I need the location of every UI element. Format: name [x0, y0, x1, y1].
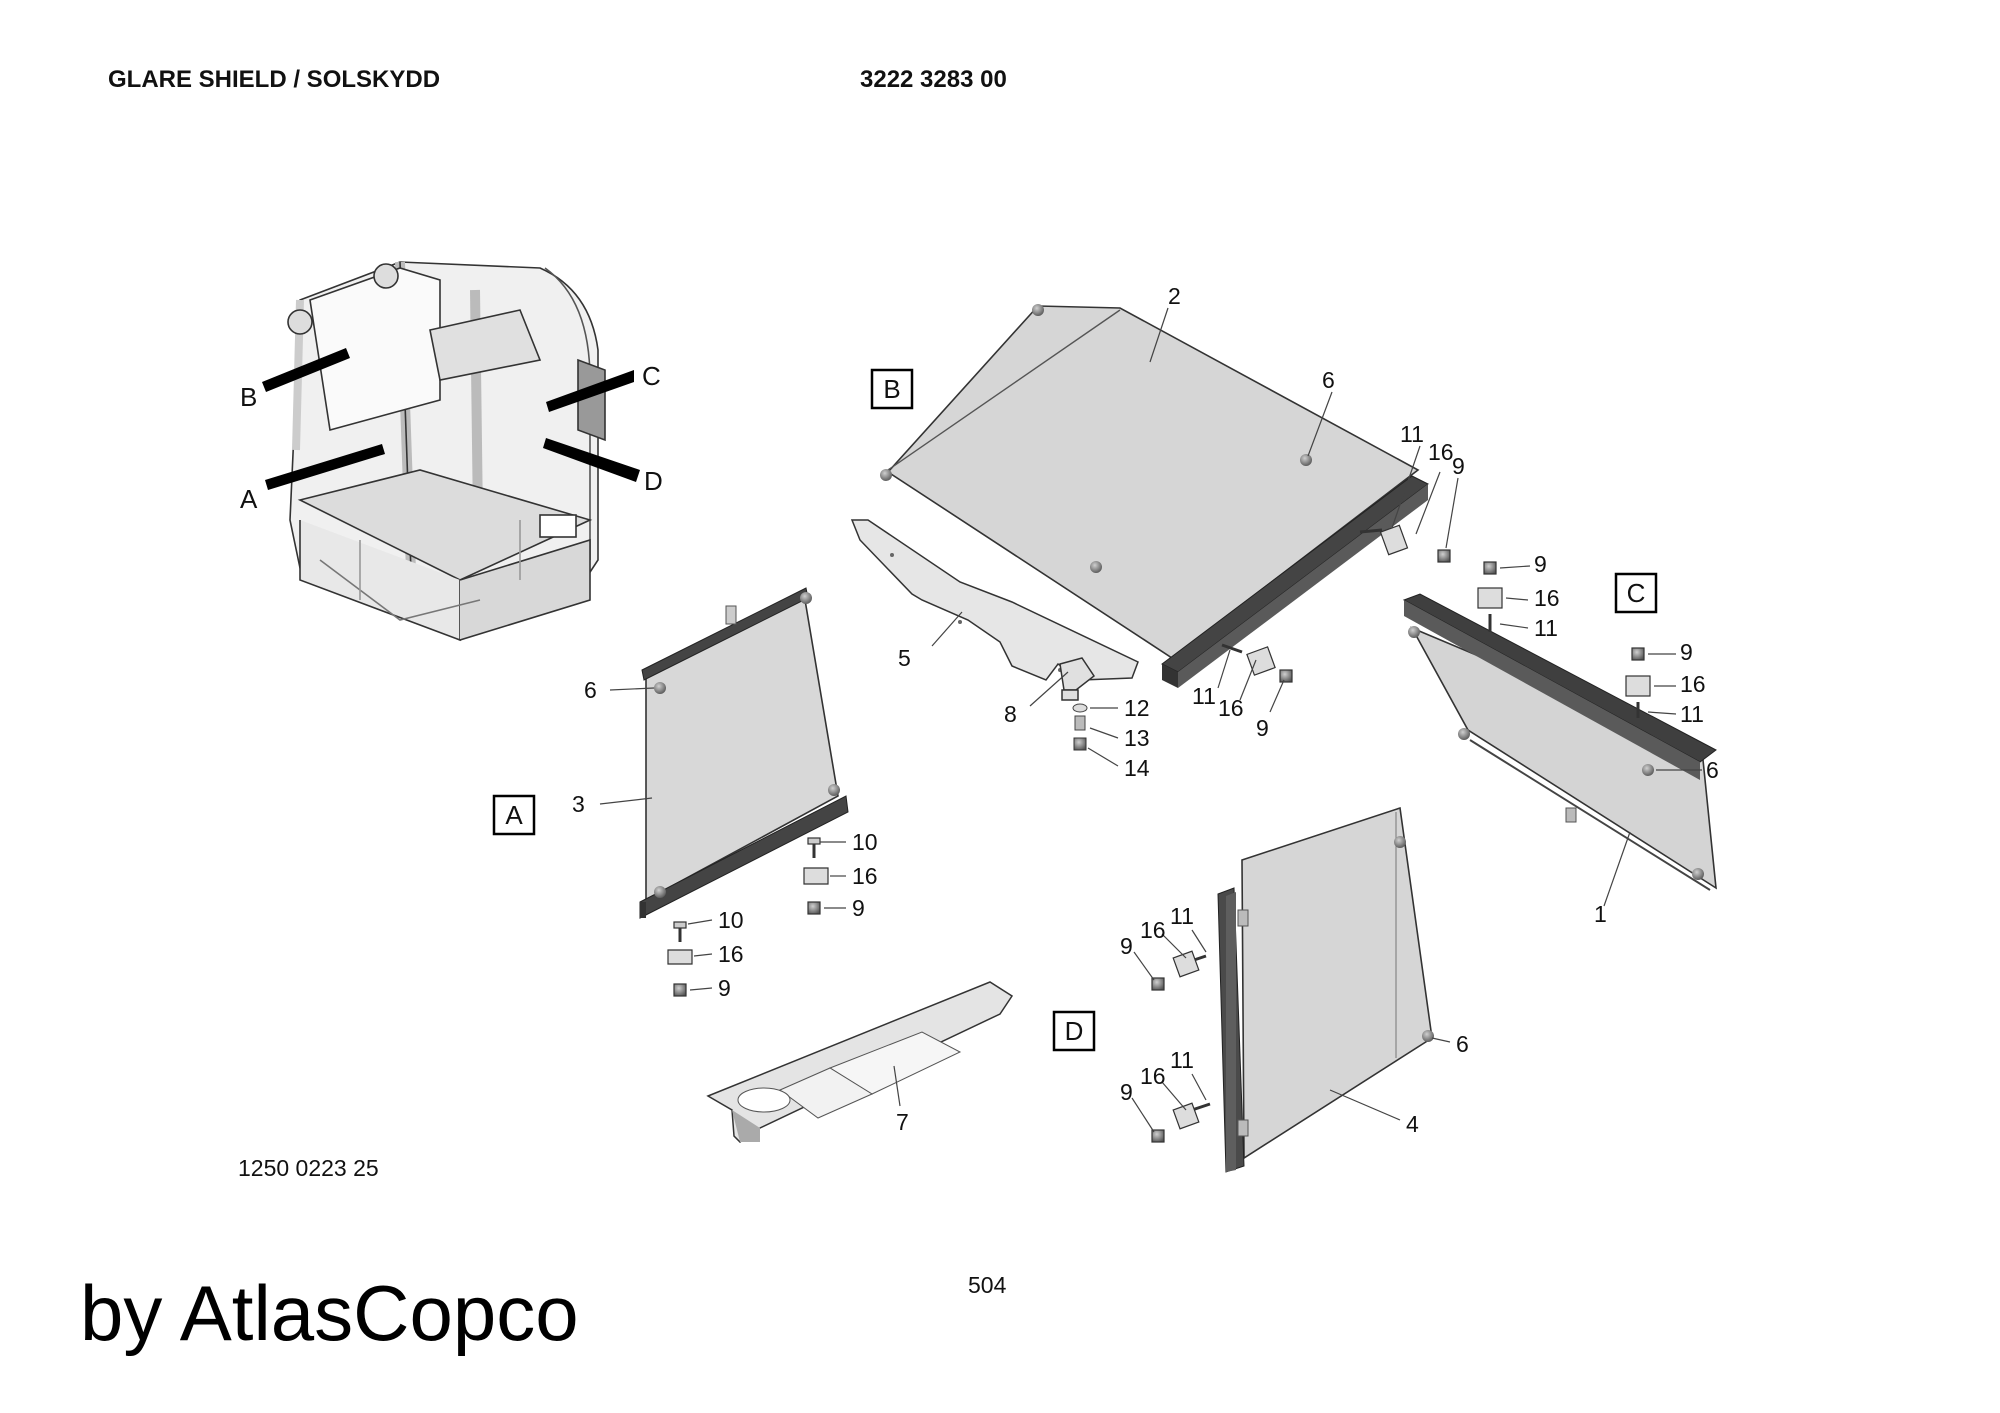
view-label-c: C [1627, 578, 1646, 608]
glare-shield-side-panel-1 [1402, 593, 1717, 891]
overview-callout-b: B [240, 382, 257, 412]
item-number: 12 [1124, 695, 1150, 721]
fastener-set-a-upper [803, 837, 829, 915]
fastener-set-b-lower [1221, 643, 1293, 683]
fastener-set-d-upper [1151, 950, 1207, 991]
bracket-8 [1059, 657, 1096, 701]
fastener-set-d-lower [1151, 1102, 1211, 1143]
page-title: GLARE SHIELD / SOLSKYDD [108, 66, 441, 93]
item-number: 16 [1218, 695, 1244, 721]
fastener-set-b-right [1359, 524, 1451, 563]
overview-callout-c: C [642, 361, 661, 391]
item-number: 6 [1706, 757, 1719, 783]
part-number: 3222 3283 00 [860, 66, 1007, 93]
item-number: 5 [898, 645, 911, 671]
item-number: 3 [572, 791, 585, 817]
item-number: 11 [1170, 903, 1194, 929]
fastener-set-a-lower [667, 921, 693, 997]
item-number: 16 [1428, 439, 1454, 465]
console-trim-7 [706, 981, 1014, 1143]
overview-leaders [262, 348, 640, 490]
fastener-set-c-upper [1477, 561, 1503, 632]
page-number: 504 [968, 1272, 1007, 1298]
item-number: 2 [1168, 283, 1181, 309]
item-number: 1 [1594, 901, 1607, 927]
item-number: 11 [1192, 683, 1216, 709]
view-box-d: D [1052, 1010, 1096, 1052]
overview-callout-a: A [240, 484, 258, 514]
item-number: 10 [852, 829, 878, 855]
item-number: 9 [1256, 715, 1269, 741]
glare-shield-panel-3 [639, 587, 849, 919]
item-number: 9 [1534, 551, 1547, 577]
item-number: 16 [1534, 585, 1560, 611]
item-number: 6 [1456, 1031, 1469, 1057]
item-number: 7 [896, 1109, 909, 1135]
fastener-set-c-right [1625, 647, 1651, 718]
view-label-b: B [883, 374, 900, 404]
view-box-c: C [1614, 572, 1658, 614]
item-number: 6 [584, 677, 597, 703]
item-number: 14 [1124, 755, 1150, 781]
overview-callout-d: D [644, 466, 663, 496]
item-number: 9 [1680, 639, 1693, 665]
item-number: 11 [1170, 1047, 1194, 1073]
item-number: 9 [1120, 1079, 1133, 1105]
item-number: 6 [1322, 367, 1335, 393]
item-number: 16 [1140, 917, 1166, 943]
item-number: 9 [1452, 453, 1465, 479]
item-number: 9 [852, 895, 865, 921]
item-number: 9 [1120, 933, 1133, 959]
view-label-a: A [505, 800, 523, 830]
item-number: 9 [718, 975, 731, 1001]
view-box-a: A [492, 794, 536, 836]
brand-logo-text: by AtlasCopco [80, 1269, 579, 1357]
item-number: 16 [718, 941, 744, 967]
glare-shield-panel-4 [1217, 806, 1434, 1173]
view-box-b: B [870, 368, 914, 410]
glare-shield-top-rail [1161, 475, 1429, 688]
item-number: 16 [852, 863, 878, 889]
item-numbers: 2 6 5 8 12 13 14 11 16 9 11 16 9 9 16 11… [572, 283, 1719, 1137]
view-label-d: D [1065, 1016, 1084, 1046]
drawing-number: 1250 0223 25 [238, 1155, 379, 1181]
item-number: 13 [1124, 725, 1150, 751]
item-number: 11 [1680, 701, 1704, 727]
item-number: 11 [1534, 615, 1558, 641]
item-number: 4 [1406, 1111, 1419, 1137]
item-number: 10 [718, 907, 744, 933]
cab-overview [287, 261, 606, 642]
mounting-bracket-plate [850, 519, 1139, 681]
item-number: 11 [1400, 421, 1424, 447]
washer-nut-stack-12-14 [1072, 703, 1088, 751]
item-number: 16 [1680, 671, 1706, 697]
item-number: 16 [1140, 1063, 1166, 1089]
item-leader-lines [599, 307, 1702, 1133]
item-number: 8 [1004, 701, 1017, 727]
